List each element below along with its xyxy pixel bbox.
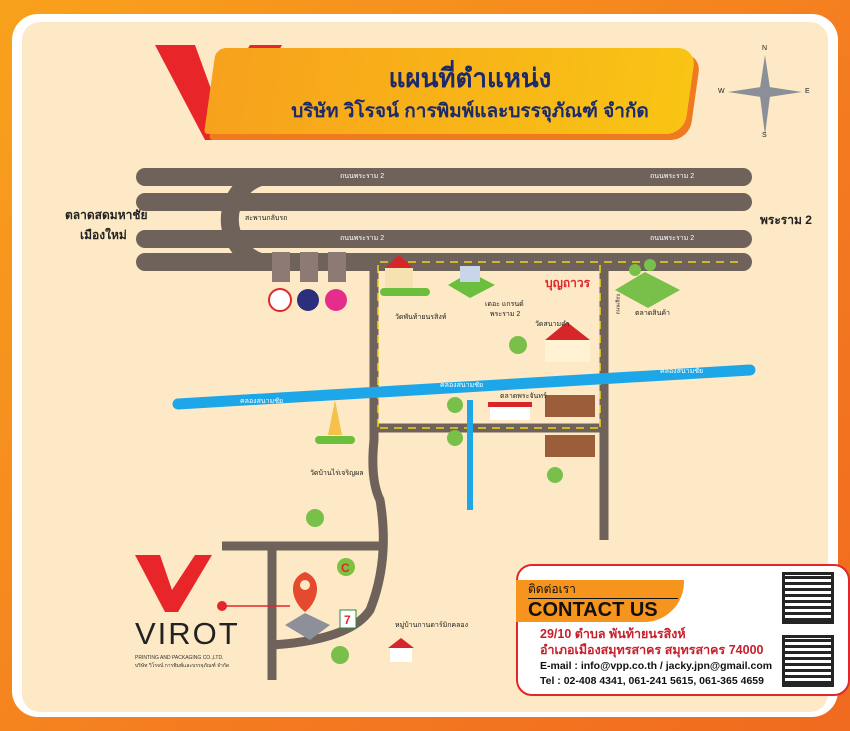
road-label: ถนนพระราม 2 [340, 235, 385, 242]
compass-west: W [718, 88, 725, 95]
contact-phone[interactable]: Tel : 02-408 4341, 061-241 5615, 061-365… [540, 675, 764, 687]
rama2-label: พระราม 2 [760, 213, 812, 227]
contact-heading-th: ติดต่อเรา [528, 582, 576, 596]
road-label: ถนนพระราม 2 [340, 173, 385, 180]
compass-icon [728, 55, 802, 135]
vpp-logo-small-icon [135, 555, 212, 612]
market-icon [615, 259, 680, 308]
seven-eleven-icon: 7 [339, 609, 357, 629]
market-center-label: ตลาดพระจันทร์ [500, 393, 547, 400]
mall-label: เดอะ แกรนด์ [485, 301, 524, 308]
location-pin-icon [285, 572, 330, 640]
pagoda-icon [315, 400, 355, 444]
market-left-label: ตลาดสดมหาชัย [65, 208, 148, 222]
company-name: VIROT [135, 616, 240, 651]
compass-east: E [805, 88, 810, 95]
bank-buildings-icon [268, 252, 347, 312]
tree-icons [306, 397, 563, 664]
townhouses-icon [545, 395, 595, 457]
line-qr-code-icon[interactable] [782, 635, 834, 687]
mall-icon [448, 266, 495, 298]
contact-email[interactable]: E-mail : info@vpp.co.th / jacky.jpn@gmai… [540, 660, 773, 672]
village-icon [388, 638, 414, 662]
store-icon [488, 402, 532, 420]
svg-text:7: 7 [344, 613, 351, 627]
page-title: แผนที่ตำแหน่ง [388, 63, 552, 93]
big-c-icon: C [337, 558, 355, 576]
side-road-label: ถนนเลียบ [615, 293, 622, 315]
company-sub-th: บริษัท วิโรจน์ การพิมพ์และบรรจุภัณฑ์ จำก… [135, 663, 230, 669]
website-qr-code-icon[interactable] [782, 572, 834, 624]
boonthavorn-label: บุญถาวร [545, 276, 591, 290]
canal-label: คลองสนามชัย [440, 382, 484, 389]
road-label: ถนนพระราม 2 [650, 173, 695, 180]
canal [172, 364, 756, 410]
mall-label-2: พระราม 2 [490, 311, 521, 318]
compass-south: S [762, 132, 767, 139]
compass-north: N [762, 45, 768, 52]
contact-heading-en: CONTACT US [528, 598, 678, 621]
route-arrows [377, 261, 740, 429]
temple-mid-label: วัดสนามคำ [535, 321, 570, 328]
company-sub-en: PRINTING AND PACKAGING CO.,LTD. [135, 655, 224, 661]
temple-mid-icon [509, 322, 590, 362]
temple-icon [380, 255, 430, 296]
uturn-label: สะพานกลับรถ [245, 215, 288, 222]
road-label: ถนนพระราม 2 [650, 235, 695, 242]
address-line-2: อำเภอเมืองสมุทรสาคร สมุทรสาคร 74000 [540, 643, 764, 657]
canal-label: คลองสนามชัย [660, 368, 704, 375]
uturn-bridge [220, 168, 264, 271]
village-label: หมู่บ้านกานดาร์มิกคลอง [395, 622, 469, 629]
market-right-label: ตลาดสินค้า [635, 310, 670, 317]
temple-label: วัดพันท้ายนรสิงห์ [395, 314, 447, 321]
temple-left-label: วัดบ้านไร่เจริญผล [310, 470, 364, 477]
svg-text:C: C [341, 561, 350, 575]
canal-label: คลองสนามชัย [240, 398, 284, 405]
contact-tab [516, 580, 684, 622]
address-line-1: 29/10 ตำบล พันท้ายนรสิงห์ [540, 627, 686, 641]
market-left-label-2: เมืองใหม่ [80, 228, 127, 242]
company-title: บริษัท วิโรจน์ การพิมพ์และบรรจุภัณฑ์ จำก… [291, 101, 649, 122]
